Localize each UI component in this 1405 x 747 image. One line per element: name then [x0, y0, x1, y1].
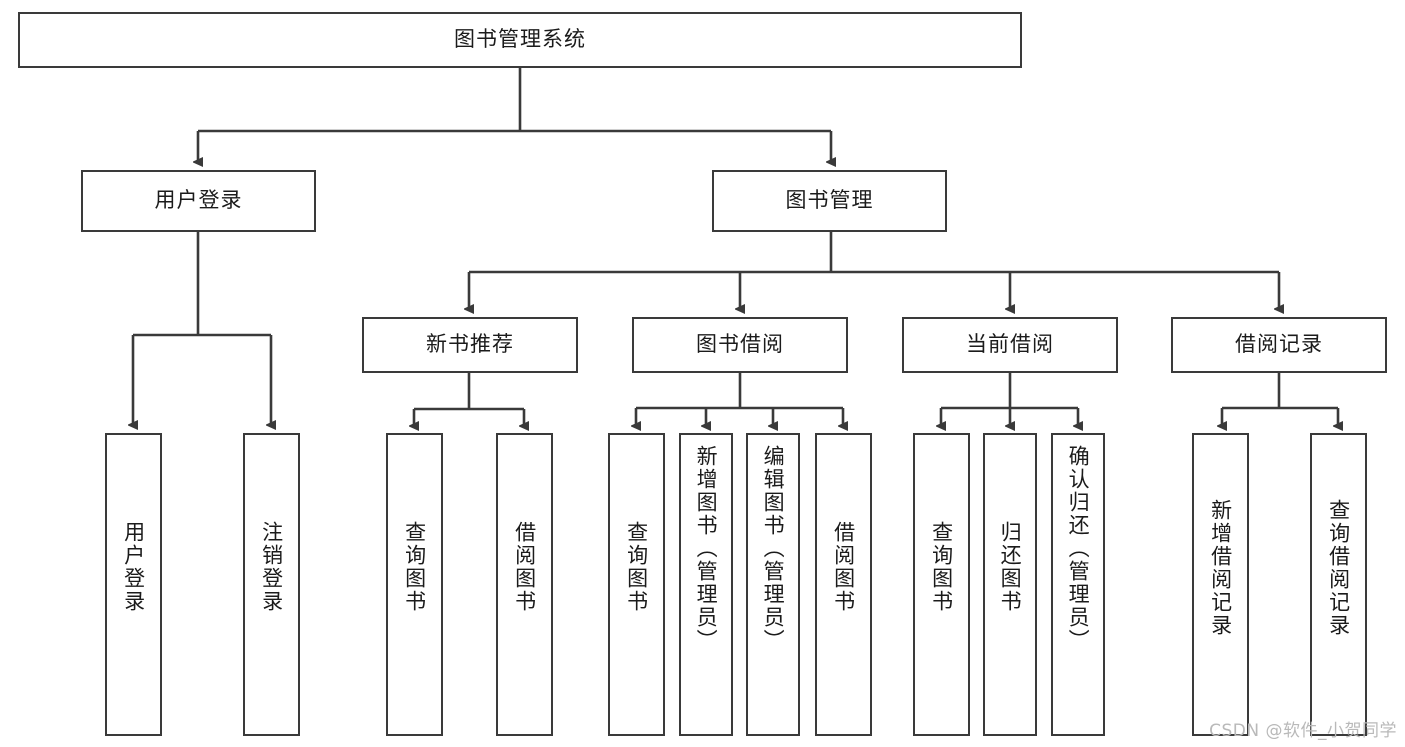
node-label: 查询图书 — [624, 521, 649, 613]
leaf-borrow-record-query-record[interactable]: 查询借阅记录 — [1310, 433, 1367, 736]
leaf-user-login-logout[interactable]: 注销登录 — [243, 433, 300, 736]
leaf-borrow-record-add-record[interactable]: 新增借阅记录 — [1192, 433, 1249, 736]
csdn-watermark: CSDN @软件_小贺同学 — [1209, 721, 1397, 741]
node-label: 当前借阅 — [966, 332, 1054, 357]
leaf-current-borrow-query-book[interactable]: 查询图书 — [913, 433, 970, 736]
leaf-new-book-query-book[interactable]: 查询图书 — [386, 433, 443, 736]
node-label: 图书管理系统 — [454, 27, 586, 52]
node-borrow-record[interactable]: 借阅记录 — [1171, 317, 1387, 373]
node-label: 确认归还（管理员） — [1066, 445, 1091, 652]
leaf-user-login-login[interactable]: 用户登录 — [105, 433, 162, 736]
node-label: 用户登录 — [121, 521, 146, 613]
node-label: 查询借阅记录 — [1326, 499, 1351, 637]
leaf-current-borrow-confirm-return-admin[interactable]: 确认归还（管理员） — [1051, 433, 1105, 736]
node-label: 查询图书 — [929, 521, 954, 613]
node-label: 查询图书 — [402, 521, 427, 613]
node-book-borrow[interactable]: 图书借阅 — [632, 317, 848, 373]
node-label: 新增借阅记录 — [1208, 499, 1233, 637]
leaf-current-borrow-return-book[interactable]: 归还图书 — [983, 433, 1037, 736]
leaf-book-borrow-borrow-book[interactable]: 借阅图书 — [815, 433, 872, 736]
leaf-book-borrow-edit-book-admin[interactable]: 编辑图书（管理员） — [746, 433, 800, 736]
node-label: 注销登录 — [259, 521, 284, 613]
node-label: 借阅图书 — [512, 521, 537, 613]
node-label: 新书推荐 — [426, 332, 514, 357]
node-label: 归还图书 — [998, 521, 1023, 613]
node-label: 新增图书（管理员） — [694, 445, 719, 652]
node-label: 图书借阅 — [696, 332, 784, 357]
node-current-borrow[interactable]: 当前借阅 — [902, 317, 1118, 373]
node-new-book-recommend[interactable]: 新书推荐 — [362, 317, 578, 373]
node-label: 图书管理 — [785, 188, 874, 213]
node-user-login[interactable]: 用户登录 — [81, 170, 316, 232]
node-label: 编辑图书（管理员） — [761, 445, 786, 652]
leaf-new-book-borrow-book[interactable]: 借阅图书 — [496, 433, 553, 736]
node-book-management[interactable]: 图书管理 — [712, 170, 947, 232]
leaf-book-borrow-query-book[interactable]: 查询图书 — [608, 433, 665, 736]
node-label: 借阅记录 — [1235, 332, 1323, 357]
leaf-book-borrow-add-book-admin[interactable]: 新增图书（管理员） — [679, 433, 733, 736]
node-label: 借阅图书 — [831, 521, 856, 613]
node-root-book-management-system[interactable]: 图书管理系统 — [18, 12, 1022, 68]
node-label: 用户登录 — [154, 188, 243, 213]
